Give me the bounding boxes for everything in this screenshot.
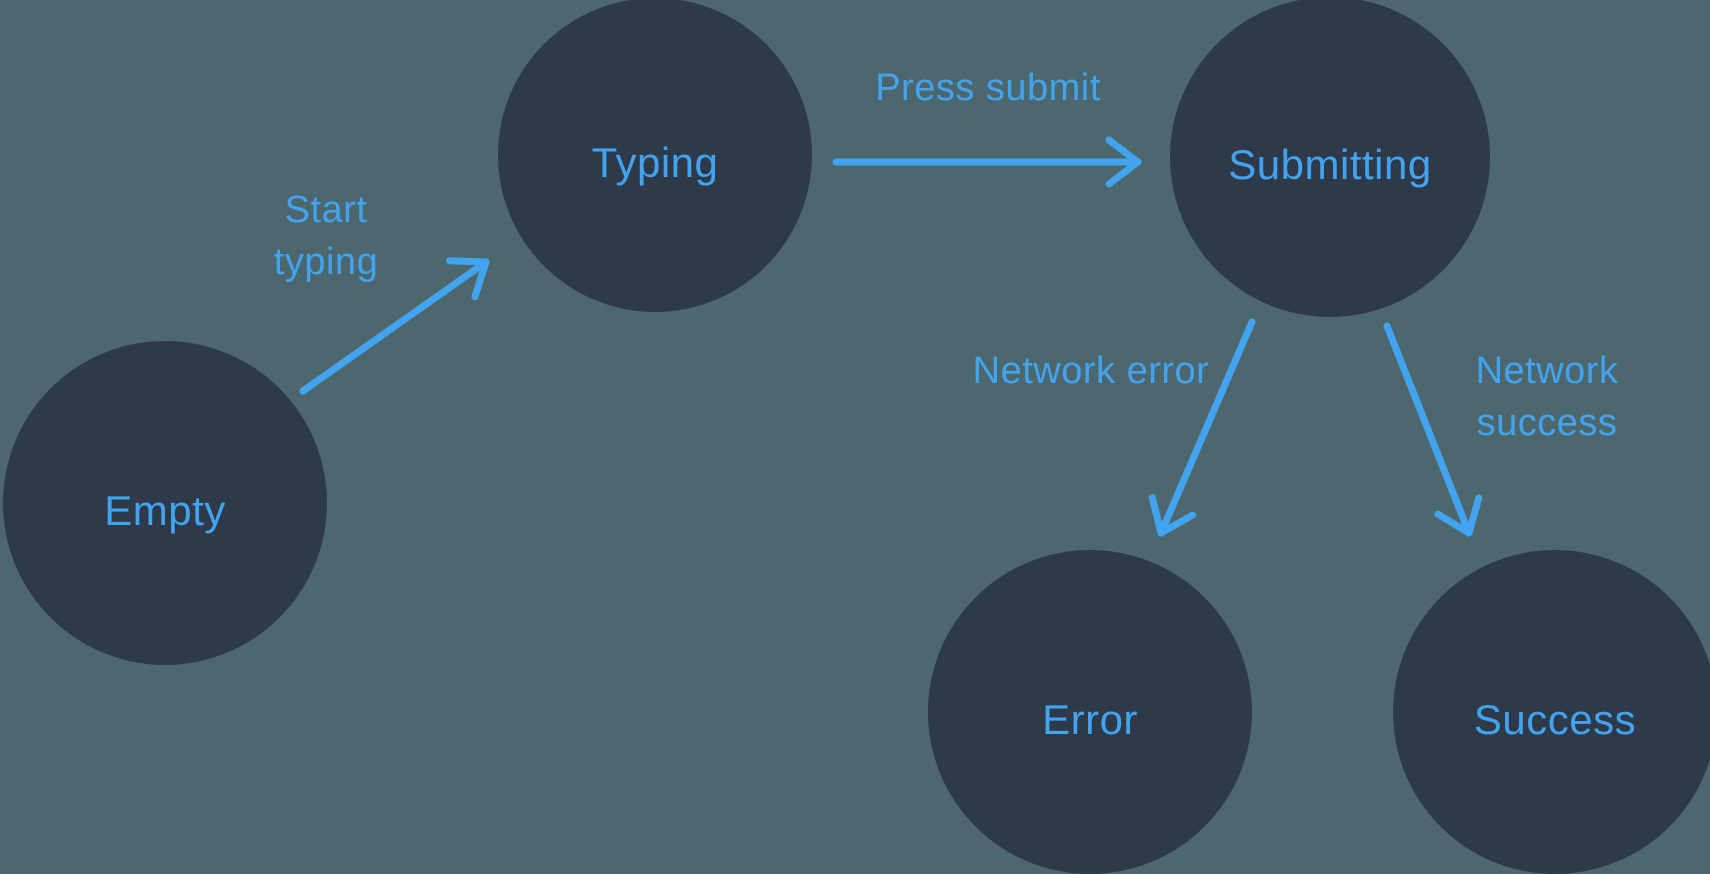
state-label-typing: Typing — [591, 139, 719, 186]
state-node-empty: Empty — [3, 341, 327, 665]
state-label-success: Success — [1473, 696, 1637, 743]
state-label-submitting: Submitting — [1228, 141, 1432, 188]
transition-label-network-success: Network success — [1475, 350, 1619, 444]
arrow-network-error — [1148, 318, 1256, 537]
state-label-empty: Empty — [104, 487, 226, 534]
state-node-submitting: Submitting — [1170, 0, 1490, 317]
state-node-error: Error — [928, 550, 1252, 874]
transition-label-start-typing: Start typing — [273, 189, 379, 283]
arrow-network-success — [1383, 322, 1483, 537]
state-node-typing: Typing — [498, 0, 812, 312]
state-label-error: Error — [1042, 696, 1138, 743]
transition-label-network-error: Network error — [972, 350, 1210, 392]
state-node-success: Success — [1393, 550, 1710, 874]
arrow-start-typing — [299, 257, 490, 395]
transition-label-press-submit: Press submit — [875, 67, 1101, 109]
